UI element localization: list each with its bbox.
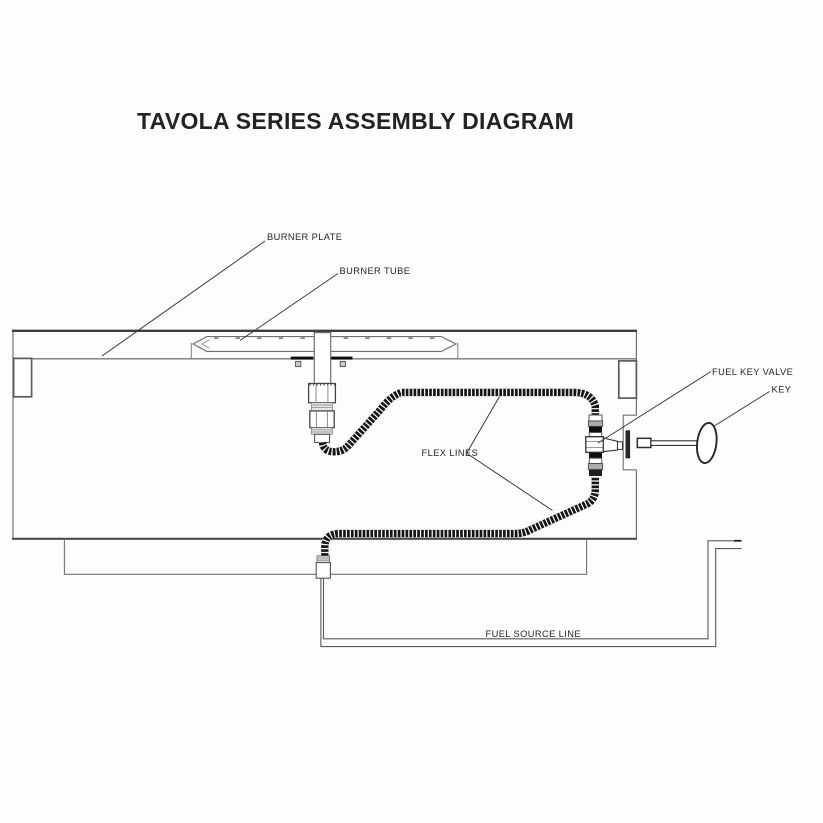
key-stem — [650, 440, 699, 446]
fuel-pipe-inner-line — [322, 540, 742, 640]
flex-line-lower — [315, 476, 599, 579]
fuel-pipe-outer-line — [320, 548, 742, 648]
valve-pocket-notch — [622, 414, 637, 471]
plate-flange-left — [290, 356, 314, 360]
valve-body — [585, 436, 605, 453]
valve-stack-band — [587, 420, 604, 427]
key-handle-ring — [696, 421, 718, 465]
hex-nut-lower — [309, 410, 335, 429]
upper-hose — [318, 388, 599, 456]
flex-lines-leader-lower — [466, 453, 553, 511]
valve-escutcheon-plate — [625, 430, 631, 459]
key-leader — [713, 391, 770, 427]
valve-stem-cone — [602, 437, 619, 453]
flex-line-upper — [318, 388, 599, 456]
valve-stack-band — [588, 457, 603, 465]
thread-collar-upper — [310, 402, 333, 412]
leader-lines — [101, 240, 770, 511]
flex-lines-leader-upper — [466, 396, 500, 453]
right-corner-brace — [617, 360, 638, 399]
lower-hose-ribs — [321, 476, 599, 556]
left-corner-brace — [12, 357, 33, 398]
valve-stem-tip — [617, 441, 623, 450]
fuel-source-line-label: FUEL SOURCE LINE — [486, 629, 581, 639]
hex-nut-upper — [307, 382, 337, 404]
valve-stack-band — [588, 414, 603, 422]
fuel-key-valve-assembly — [585, 414, 631, 476]
burner-plate-leader — [101, 240, 266, 357]
burner-tube-inner-chevron — [200, 339, 210, 349]
thread-collar-lower — [310, 427, 333, 435]
plate-flange-right — [331, 356, 353, 360]
fuel-pipe-coupler — [315, 562, 331, 579]
lower-hose-collar — [316, 555, 331, 563]
burner-tube-label: BURNER TUBE — [340, 266, 411, 276]
burner-fitting-stack — [307, 382, 337, 444]
burner-feed-pipe — [313, 332, 332, 385]
lower-hose — [321, 476, 599, 556]
fuel-source-pipe — [320, 539, 742, 648]
page-title: TAVOLA SERIES ASSEMBLY DIAGRAM — [137, 108, 574, 134]
burner-plate-label: BURNER PLATE — [267, 232, 342, 242]
valve-stack-band — [589, 452, 602, 459]
mount-screw-left — [295, 360, 302, 368]
key-label: KEY — [772, 385, 792, 395]
flex-lines-label: FLEX LINES — [422, 448, 479, 458]
valve-key — [636, 421, 718, 465]
key-socket — [636, 437, 652, 449]
valve-stack-band — [587, 463, 604, 471]
upper-hose-ribs — [318, 388, 599, 456]
fuel-key-valve-leader — [597, 371, 712, 444]
fuel-key-valve-label: FUEL KEY VALVE — [712, 367, 793, 377]
valve-stack-band — [589, 426, 602, 433]
burner-tube-leader — [239, 273, 339, 341]
valve-stack-band — [589, 469, 602, 476]
mount-screw-right — [339, 360, 346, 368]
